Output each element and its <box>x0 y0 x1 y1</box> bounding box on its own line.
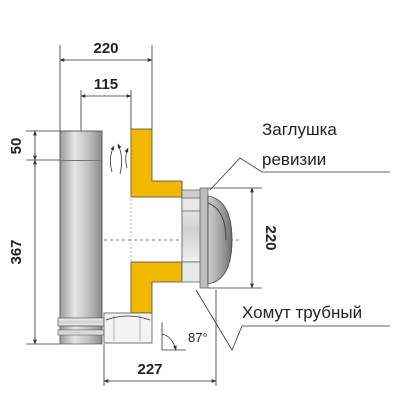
callout-cap-line1: Заглушка <box>262 120 337 139</box>
callout-clamp: Хомут трубный <box>195 289 390 351</box>
dim-inner-width: 115 <box>80 76 132 131</box>
angle-marker: 87° <box>161 322 208 351</box>
callout-clamp-label: Хомут трубный <box>242 303 362 322</box>
insulation-body <box>130 128 183 314</box>
pipe-clamp <box>103 312 153 344</box>
dim-inspection-height: 220 <box>208 187 279 289</box>
dim-label-inspection-height: 220 <box>262 225 279 250</box>
dim-label-inner-width: 115 <box>94 76 118 93</box>
flow-arrow-icon <box>124 147 129 169</box>
vertical-pipe <box>57 130 105 345</box>
dim-label-top-height: 50 <box>8 138 25 155</box>
dim-pipe-height: 367 <box>8 159 60 345</box>
dim-top-height: 50 <box>8 130 60 161</box>
angle-label: 87° <box>188 330 208 345</box>
flow-arrow-icon <box>110 145 115 173</box>
callout-cap: Заглушка ревизии <box>209 120 390 191</box>
flow-arrow-icon <box>117 143 122 175</box>
dim-bottom-width: 227 <box>103 290 217 386</box>
dim-label-top-width: 220 <box>93 40 118 57</box>
inspection-branch <box>181 187 209 289</box>
dim-label-pipe-height: 367 <box>8 239 25 264</box>
callout-cap-line2: ревизии <box>262 150 326 169</box>
dim-label-bottom-width: 227 <box>137 361 162 378</box>
inner-flue <box>101 131 132 318</box>
inspection-cap <box>207 195 233 285</box>
dim-top-width: 220 <box>59 40 153 131</box>
